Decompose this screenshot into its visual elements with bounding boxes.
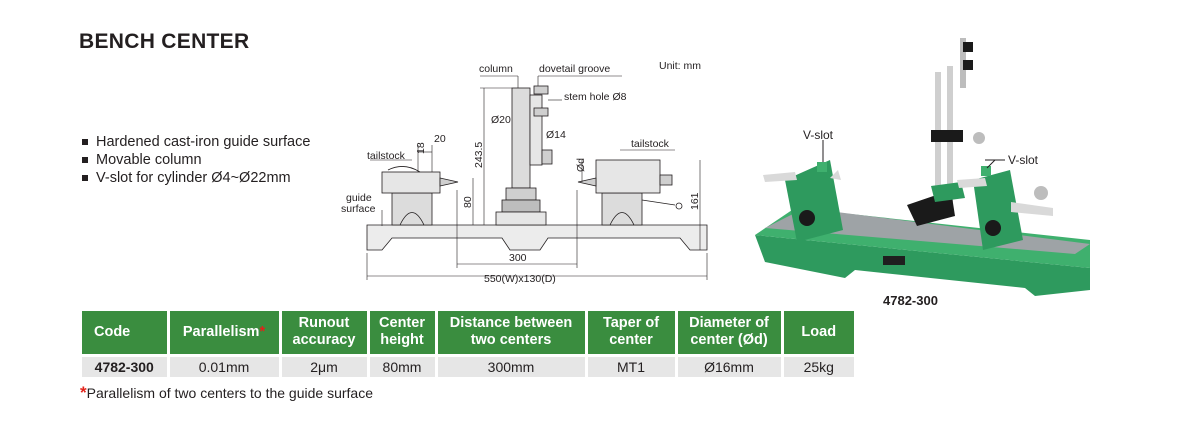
dim-550: 550(W)x130(D)	[484, 273, 556, 285]
feature-list: Hardened cast-iron guide surface Movable…	[82, 133, 310, 187]
dim-20-top: 20	[434, 133, 446, 145]
header-load: Load	[782, 311, 854, 355]
cell-code: 4782-300	[82, 353, 170, 377]
cell-distance: 300mm	[436, 353, 588, 377]
dovetail-label: dovetail groove	[539, 63, 610, 75]
dim-161: 161	[689, 192, 701, 210]
cell-center-height: 80mm	[368, 353, 438, 377]
header-parallelism: Parallelism*	[168, 311, 282, 355]
feature-item: Movable column	[82, 151, 310, 169]
page-title: BENCH CENTER	[79, 30, 250, 53]
column-label: column	[479, 63, 513, 75]
cell-parallelism: 0.01mm	[168, 353, 282, 377]
tailstock-left-label: tailstock	[367, 150, 406, 162]
footnote-text: Parallelism of two centers to the guide …	[86, 385, 373, 401]
guide-label: guide	[346, 192, 372, 204]
dim-d: Ød	[575, 158, 587, 172]
table-row: 4782-300 0.01mm 2μm 80mm 300mm MT1 Ø16mm…	[82, 353, 854, 377]
feature-item: Hardened cast-iron guide surface	[82, 133, 310, 151]
dim-300: 300	[509, 252, 527, 264]
feature-item: V-slot for cylinder Ø4~Ø22mm	[82, 169, 310, 187]
technical-drawing: Unit: mm column dovetail groove stem hol…	[341, 60, 708, 285]
dim-243-5: 243.5	[473, 142, 485, 168]
model-label: 4782-300	[883, 293, 938, 308]
product-photo: V-slot V-slot	[755, 38, 1090, 296]
footnote: *Parallelism of two centers to the guide…	[80, 383, 373, 403]
unit-label: Unit: mm	[659, 60, 701, 72]
cell-load: 25kg	[782, 353, 854, 377]
dim-col-20: Ø20	[491, 114, 511, 126]
surface-label: surface	[341, 203, 376, 215]
cell-taper: MT1	[586, 353, 678, 377]
tailstock-right-label: tailstock	[631, 138, 670, 150]
cell-runout: 2μm	[280, 353, 370, 377]
dim-80: 80	[462, 196, 474, 208]
stem-hole-label: stem hole Ø8	[564, 91, 627, 103]
header-code: Code	[82, 311, 170, 355]
dim-18: 18	[415, 142, 427, 154]
vslot-right-label: V-slot	[1008, 153, 1039, 167]
cell-diameter: Ø16mm	[676, 353, 784, 377]
asterisk-mark: *	[259, 323, 266, 340]
vslot-left-label: V-slot	[803, 128, 834, 142]
dim-14: Ø14	[546, 129, 566, 141]
footnote-asterisk: *	[80, 383, 87, 402]
